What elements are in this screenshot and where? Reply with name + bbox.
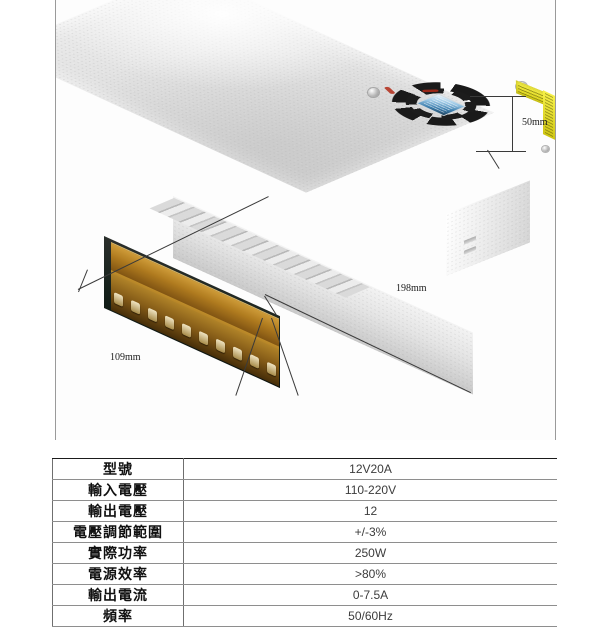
product-photo: [55, 0, 556, 440]
spec-table-body: 型號 12V20A 輸入電壓 110-220V 輸出電壓 12 電壓調節範圍 +…: [52, 458, 557, 627]
spec-value: 12V20A: [183, 458, 557, 480]
table-row: 輸出電流 0-7.5A: [52, 584, 557, 606]
spec-label: 頻率: [52, 605, 184, 627]
metal-texture: [446, 180, 530, 276]
table-row: 輸入電壓 110-220V: [52, 479, 557, 501]
table-row: 型號 12V20A: [52, 458, 557, 480]
table-row: 電源效率 >80%: [52, 563, 557, 585]
warranty-sticker-side: [543, 90, 555, 140]
product-spec-page: 50mm 198mm 109mm 型號 12V20A 輸入電壓 110-220V…: [0, 0, 614, 614]
table-row: 頻率 50/60Hz: [52, 605, 557, 627]
psu-end-cap: [446, 180, 530, 276]
spec-label: 輸出電流: [52, 584, 184, 606]
dim-tick-top: [500, 96, 526, 97]
table-row: 輸出電壓 12: [52, 500, 557, 522]
spec-label: 實際功率: [52, 542, 184, 564]
dim-vertical-line: [512, 96, 513, 151]
spec-label: 輸出電壓: [52, 500, 184, 522]
dimension-label-length: 198mm: [396, 283, 427, 294]
red-marker: [421, 89, 439, 93]
dimension-label-height: 50mm: [522, 117, 548, 128]
spec-value: 250W: [183, 542, 557, 564]
dim-tick-bottom: [500, 151, 526, 152]
case-screw: [542, 146, 549, 152]
spec-value: 110-220V: [183, 479, 557, 501]
spec-value: 12: [183, 500, 557, 522]
spec-value: 50/60Hz: [183, 605, 557, 627]
dim-ext-top: [470, 96, 502, 97]
spec-label: 輸入電壓: [52, 479, 184, 501]
spec-value: +/-3%: [183, 521, 557, 543]
dimension-label-width: 109mm: [110, 352, 141, 363]
spec-label: 電源效率: [52, 563, 184, 585]
table-row: 電壓調節範圍 +/-3%: [52, 521, 557, 543]
spec-label: 電壓調節範圍: [52, 521, 184, 543]
sticker-text-lines: [545, 93, 553, 137]
spec-label: 型號: [52, 458, 184, 480]
spec-value: 0-7.5A: [183, 584, 557, 606]
table-row: 實際功率 250W: [52, 542, 557, 564]
spec-value: >80%: [183, 563, 557, 585]
case-screw: [368, 88, 379, 97]
specification-table: 型號 12V20A 輸入電壓 110-220V 輸出電壓 12 電壓調節範圍 +…: [52, 458, 557, 627]
